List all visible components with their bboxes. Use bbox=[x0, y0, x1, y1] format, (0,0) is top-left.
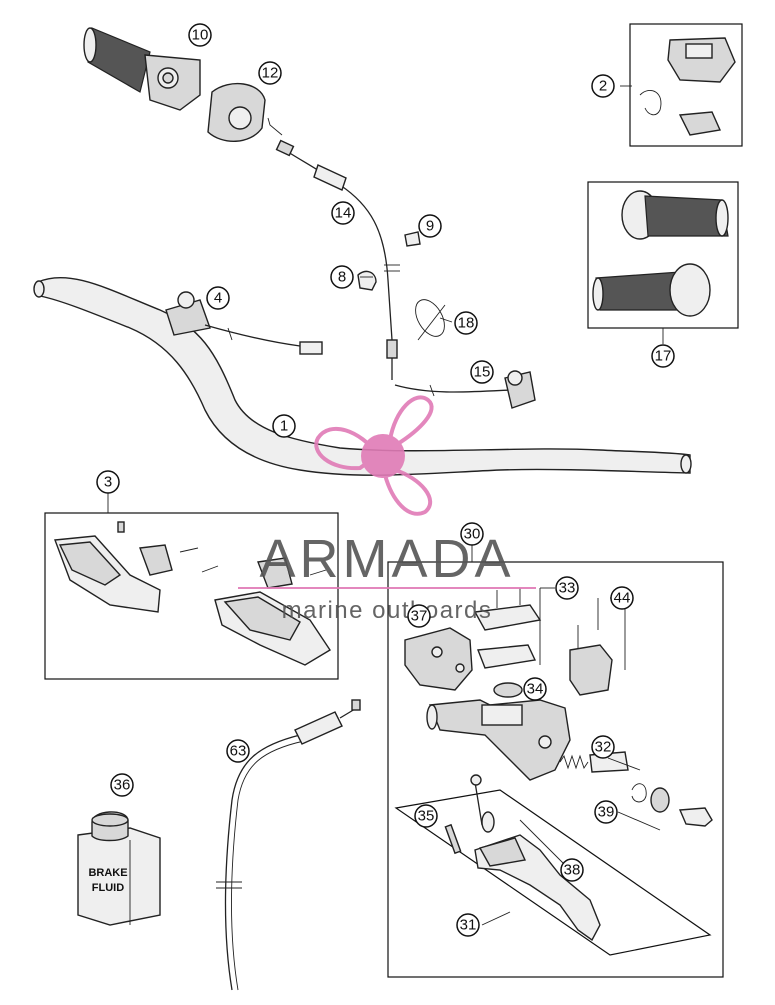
bottle-label-line2: FLUID bbox=[92, 882, 124, 894]
callout-38-label: 38 bbox=[564, 862, 581, 879]
cap-part-9 bbox=[404, 231, 421, 247]
callout-18-label: 18 bbox=[458, 315, 475, 332]
callout-2-label: 2 bbox=[599, 78, 607, 95]
throttle-grip bbox=[83, 27, 201, 111]
callout-35: 35 bbox=[414, 804, 438, 828]
callout-33-label: 33 bbox=[559, 580, 576, 597]
callout-31-label: 31 bbox=[460, 917, 477, 934]
callout-15: 15 bbox=[470, 360, 494, 384]
callout-32: 32 bbox=[591, 735, 615, 759]
callout-37: 37 bbox=[407, 604, 431, 628]
callout-35-label: 35 bbox=[418, 808, 435, 825]
watermark-tagline: marine outboards bbox=[282, 597, 493, 624]
callout-4-label: 4 bbox=[214, 290, 222, 307]
callout-30-label: 30 bbox=[464, 526, 481, 543]
callout-8-label: 8 bbox=[338, 269, 346, 286]
callout-31: 31 bbox=[456, 913, 480, 937]
logo-hub bbox=[361, 434, 405, 478]
start-switch bbox=[394, 370, 536, 409]
callout-36: 36 bbox=[110, 773, 134, 797]
callout-1: 1 bbox=[272, 414, 296, 438]
callout-30: 30 bbox=[460, 522, 484, 546]
callout-17-label: 17 bbox=[655, 348, 672, 365]
callout-34-label: 34 bbox=[527, 681, 544, 698]
callouts: 10 12 2 14 9 8 4 18 17 15 1 3 30 33 44 3… bbox=[96, 23, 675, 937]
callout-36-label: 36 bbox=[114, 777, 131, 794]
master-cylinder-assembly bbox=[394, 588, 713, 956]
callout-2: 2 bbox=[591, 74, 615, 98]
box-part-30 bbox=[387, 561, 724, 978]
clip-part-8 bbox=[357, 270, 377, 291]
callout-9-label: 9 bbox=[426, 218, 434, 235]
callout-33: 33 bbox=[555, 576, 579, 600]
box-part-2 bbox=[629, 23, 743, 147]
throttle-cable bbox=[267, 117, 400, 380]
handlebar bbox=[33, 276, 692, 476]
callout-44-label: 44 bbox=[614, 590, 631, 607]
logo-blade-bottom bbox=[382, 467, 433, 516]
callout-14: 14 bbox=[331, 201, 355, 225]
callout-18: 18 bbox=[454, 311, 478, 335]
callout-4: 4 bbox=[206, 286, 230, 310]
callout-3: 3 bbox=[96, 470, 120, 494]
callout-37-label: 37 bbox=[411, 608, 428, 625]
box-part-3 bbox=[44, 512, 339, 680]
leader-lines bbox=[107, 85, 664, 926]
bottle-label-line1: BRAKE bbox=[88, 867, 127, 879]
callout-17: 17 bbox=[651, 344, 675, 368]
callout-3-label: 3 bbox=[104, 474, 112, 491]
callout-12: 12 bbox=[258, 61, 282, 85]
throttle-cover bbox=[207, 82, 266, 142]
logo-blade-left bbox=[314, 427, 381, 471]
callout-39-label: 39 bbox=[598, 804, 615, 821]
callout-39: 39 bbox=[594, 800, 618, 824]
callout-10: 10 bbox=[188, 23, 212, 47]
callout-12-label: 12 bbox=[262, 65, 279, 82]
callout-34: 34 bbox=[523, 677, 547, 701]
callout-44: 44 bbox=[610, 586, 634, 610]
callout-1-label: 1 bbox=[280, 418, 288, 435]
switch-part-2 bbox=[639, 37, 736, 136]
grips-set bbox=[592, 190, 729, 317]
callout-8: 8 bbox=[330, 265, 354, 289]
callout-10-label: 10 bbox=[192, 27, 209, 44]
brake-fluid-bottle: BRAKE FLUID bbox=[77, 811, 161, 926]
callout-9: 9 bbox=[418, 214, 442, 238]
logo-blade-top bbox=[387, 395, 434, 448]
callout-14-label: 14 bbox=[335, 205, 352, 222]
clutch-cable bbox=[216, 699, 361, 991]
callout-38: 38 bbox=[560, 858, 584, 882]
hand-guard-kit bbox=[54, 521, 331, 666]
kill-switch bbox=[165, 291, 323, 355]
cable-tie bbox=[415, 299, 446, 341]
callout-63: 63 bbox=[226, 739, 250, 763]
callout-32-label: 32 bbox=[595, 739, 612, 756]
callout-15-label: 15 bbox=[474, 364, 491, 381]
callout-63-label: 63 bbox=[230, 743, 247, 760]
